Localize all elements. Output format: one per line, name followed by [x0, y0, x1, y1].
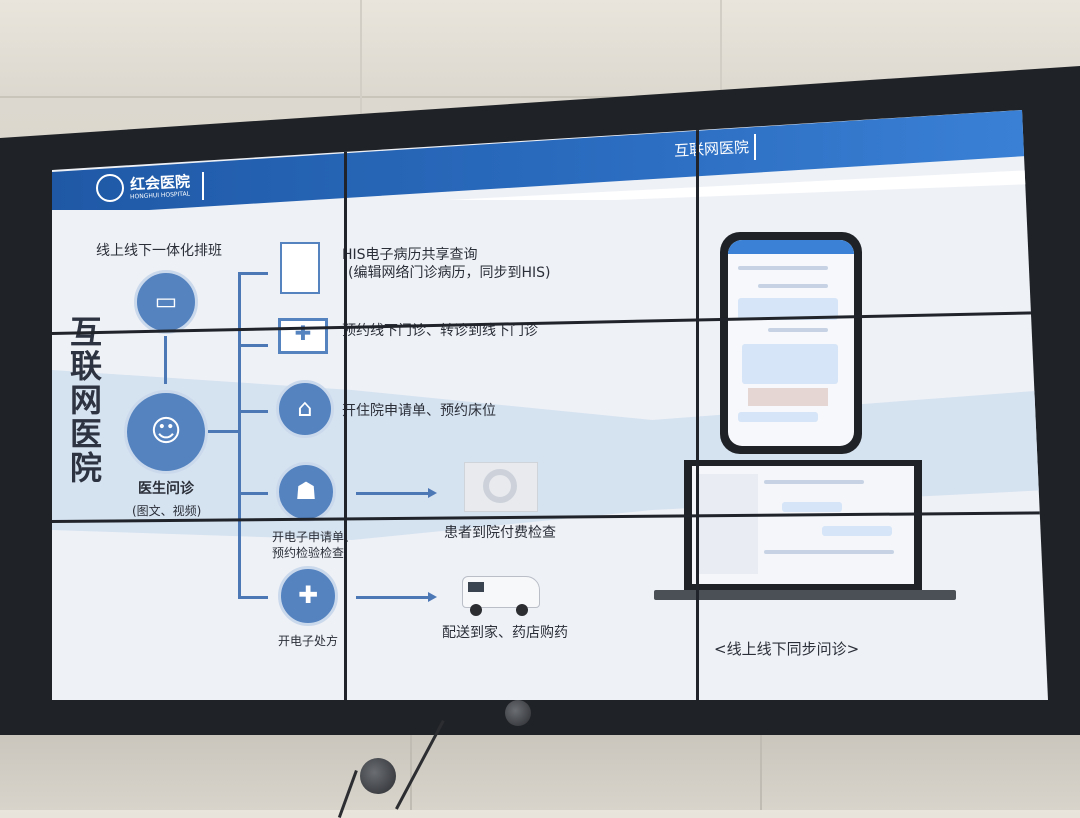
connector-horizontal	[208, 430, 240, 433]
microphone-icon	[505, 700, 531, 726]
branch-4-text: 开电子申请单、	[272, 530, 357, 544]
floor-seam	[410, 735, 412, 810]
wall-seam	[720, 0, 722, 120]
prescription-circle: ✚	[278, 566, 338, 626]
branch-5-text: 开电子处方	[278, 634, 339, 648]
prescription-icon: ✚	[297, 581, 319, 609]
floor	[0, 735, 1080, 810]
display-seam	[52, 311, 1048, 335]
outcome-delivery: 配送到家、药店购药	[442, 625, 568, 641]
connector-branch	[238, 344, 268, 347]
arrow-line-exam	[356, 492, 428, 495]
phone-screen	[728, 240, 854, 446]
slide-title: 互联网医院	[673, 138, 750, 160]
connector-branch	[238, 596, 268, 599]
connector-trunk	[238, 272, 241, 598]
doctor-icon: ☺	[150, 414, 182, 449]
connector-vertical	[164, 336, 167, 384]
branch-1-text: HIS电子病历共享查询	[342, 247, 478, 263]
schedule-screen-icon: ▭	[154, 287, 178, 315]
display-seam	[696, 110, 699, 700]
sync-caption: <线上线下同步问诊>	[714, 640, 860, 658]
connector-branch	[238, 272, 268, 275]
laptop-screen	[692, 466, 914, 584]
laptop-base	[654, 590, 956, 600]
presentation-screen: 红会医院 HONGHUI HOSPITAL 互联网医院 互联网医院 线上线下一体…	[52, 110, 1048, 700]
scheduling-circle: ▭	[134, 270, 198, 334]
lung-xray-icon: ☗	[295, 477, 317, 505]
branch-1-subtext: (编辑网络门诊病历，同步到HIS)	[348, 265, 551, 281]
wall-seam	[360, 0, 362, 120]
scheduling-label: 线上线下一体化排班	[96, 243, 222, 259]
outcome-exam: 患者到院付费检查	[444, 525, 556, 541]
arrow-line-delivery	[356, 596, 428, 599]
display-seam	[344, 110, 347, 700]
arrow-head-delivery	[428, 592, 437, 602]
side-title: 互联网医院	[70, 313, 103, 487]
medical-record-icon	[280, 242, 320, 294]
branch-3-text: 开住院申请单、预约床位	[342, 403, 496, 419]
lung-xray-circle: ☗	[276, 462, 336, 522]
ct-scanner-image	[464, 462, 538, 512]
logo-divider	[202, 172, 204, 200]
hospital-home-circle: ⌂	[276, 380, 334, 438]
clinic-monitor-icon: ✚	[278, 318, 328, 354]
microphone-icon	[360, 758, 396, 794]
floor-seam	[760, 735, 762, 810]
ceiling-line	[0, 96, 1080, 98]
branch-4-subtext: 预约检验检查	[272, 546, 345, 560]
hospital-logo-icon	[96, 174, 124, 202]
title-divider	[754, 134, 756, 160]
delivery-van-image	[462, 570, 540, 616]
connector-branch	[238, 492, 268, 495]
hospital-home-icon: ⌂	[297, 394, 313, 422]
connector-branch	[238, 410, 268, 413]
arrow-head-exam	[428, 488, 437, 498]
doctor-sublabel: (图文、视频)	[132, 504, 202, 518]
doctor-circle: ☺	[124, 390, 208, 474]
doctor-label: 医生问诊	[138, 481, 194, 497]
